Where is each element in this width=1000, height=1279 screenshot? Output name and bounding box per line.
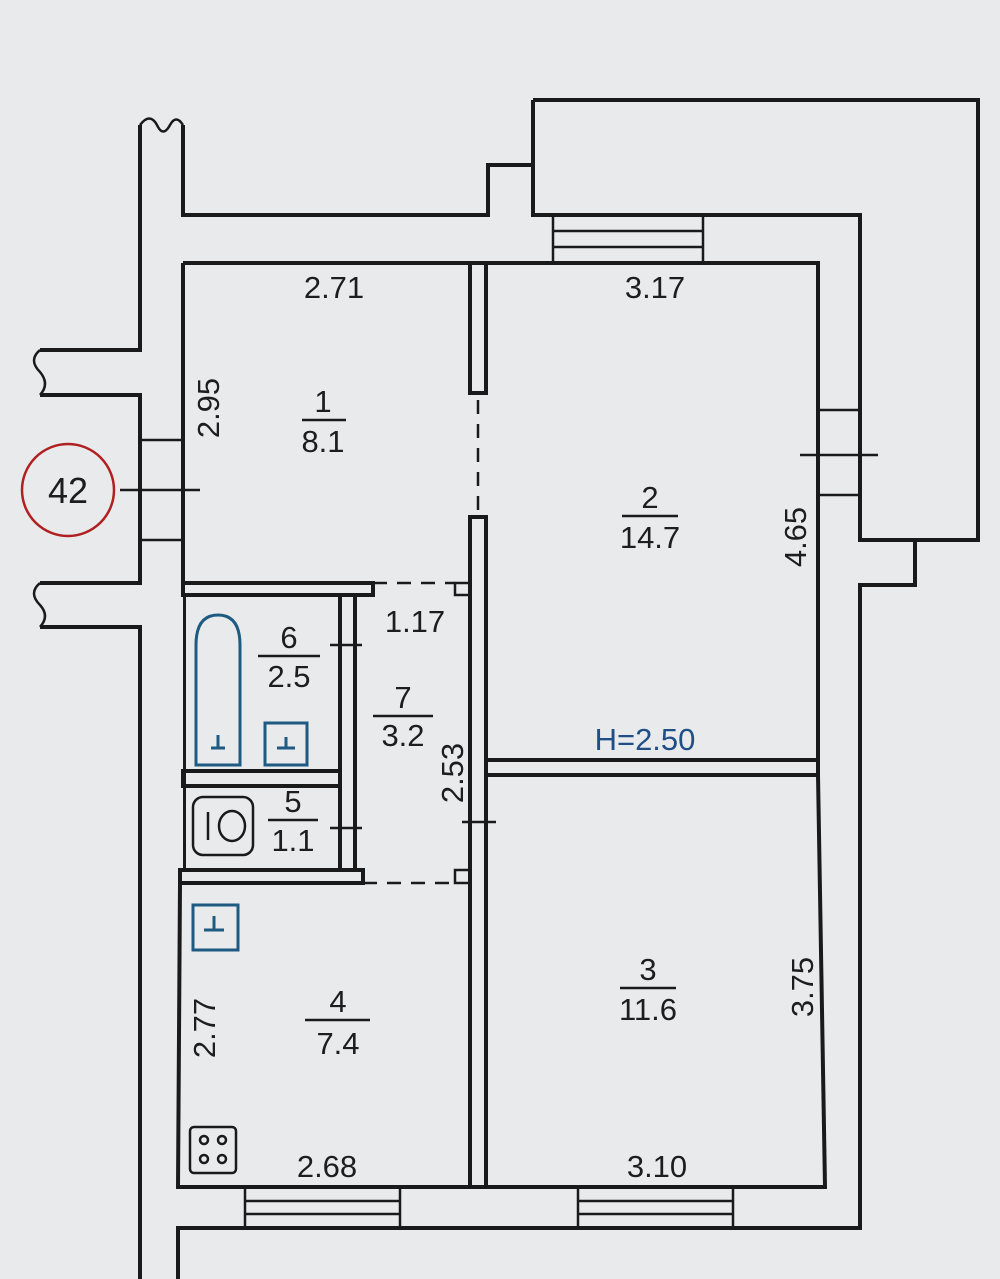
- sink-icon: [263, 721, 309, 767]
- room-1-label: 1 8.1: [301, 384, 346, 459]
- partitions: [178, 261, 820, 1189]
- ceiling-height-label: H=2.50: [595, 722, 696, 757]
- corridor-height-dim: 2.53: [435, 743, 470, 803]
- dimensions: 2.71 2.95 3.17 4.65 1.17 2.53 H=2.50 2.7…: [187, 270, 820, 1184]
- room-3-label: 3 11.6: [619, 952, 677, 1027]
- room-7-area: 3.2: [381, 718, 424, 753]
- room2-width-dim: 3.17: [625, 270, 685, 305]
- windows: [120, 213, 878, 1230]
- room3-width-dim: 3.10: [627, 1149, 687, 1184]
- exterior-walls: [32, 98, 980, 1279]
- toilet-icon: [191, 795, 255, 857]
- axis-marker: 42: [20, 442, 116, 538]
- room-5-number: 5: [284, 784, 301, 819]
- room-7-number: 7: [394, 680, 411, 715]
- room-1-area: 8.1: [301, 424, 344, 459]
- room-6-area: 2.5: [267, 659, 310, 694]
- room-5-area: 1.1: [271, 823, 314, 858]
- room1-width-dim: 2.71: [304, 270, 364, 305]
- door-marks: [330, 643, 496, 830]
- room-3-number: 3: [639, 952, 656, 987]
- room-6-label: 6 2.5: [258, 620, 320, 694]
- room-5-label: 5 1.1: [268, 784, 318, 858]
- room4-width-dim: 2.68: [297, 1149, 357, 1184]
- room-6-number: 6: [280, 620, 297, 655]
- room-2-label: 2 14.7: [620, 480, 680, 555]
- room-4-label: 4 7.4: [305, 984, 370, 1061]
- stove-icon: [188, 1125, 238, 1175]
- room-3-area: 11.6: [619, 992, 677, 1027]
- axis-marker-label: 42: [48, 470, 88, 511]
- kitchen-sink-icon: [191, 903, 240, 952]
- bathtub-icon: [194, 613, 242, 767]
- room-4-number: 4: [329, 984, 346, 1019]
- room-4-area: 7.4: [316, 1026, 359, 1061]
- room-2-number: 2: [641, 480, 658, 515]
- room3-height-dim: 3.75: [785, 957, 820, 1017]
- room2-height-dim: 4.65: [778, 507, 813, 567]
- room-2-area: 14.7: [620, 520, 680, 555]
- room-7-label: 7 3.2: [373, 680, 433, 753]
- room-1-number: 1: [314, 384, 331, 419]
- room4-height-dim: 2.77: [187, 998, 222, 1058]
- corridor-width-dim: 1.17: [385, 604, 445, 639]
- room1-height-dim: 2.95: [191, 378, 226, 438]
